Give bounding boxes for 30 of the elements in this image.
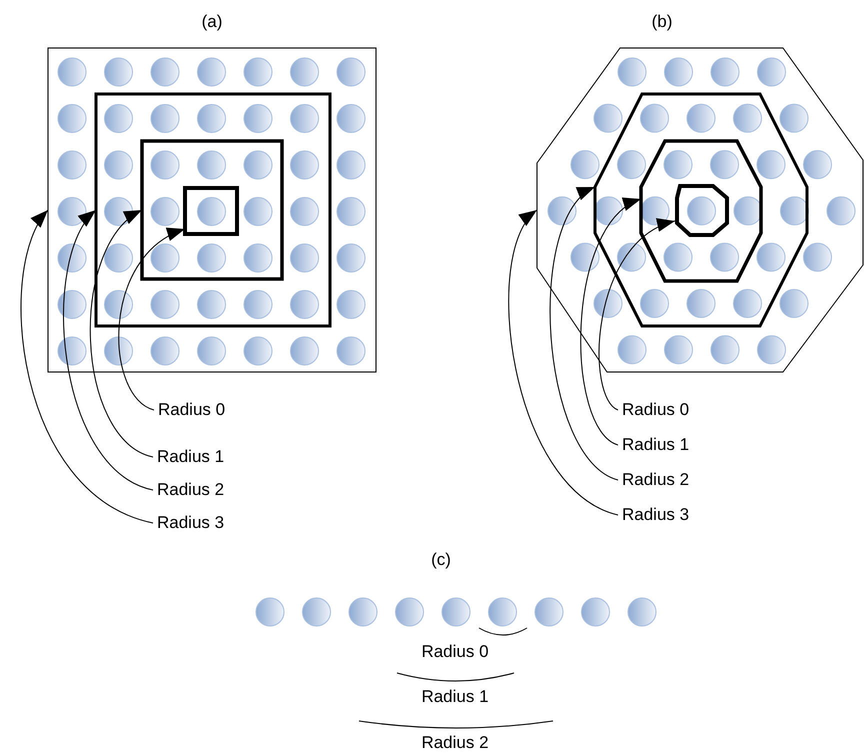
leader-arrow bbox=[598, 220, 676, 410]
radius-label: Radius 2 bbox=[421, 733, 489, 753]
leader-arrow bbox=[550, 186, 618, 480]
radius-label: Radius 1 bbox=[157, 447, 224, 467]
leader-arrow bbox=[508, 210, 618, 516]
radius-label: Radius 3 bbox=[157, 513, 224, 533]
leader-arrow bbox=[118, 228, 186, 410]
neighborhood-outline bbox=[48, 48, 376, 372]
radius-label: Radius 2 bbox=[622, 470, 690, 490]
neighborhood-outline bbox=[94, 92, 332, 328]
neighborhood-outline bbox=[140, 139, 284, 281]
leader-arrow bbox=[63, 210, 154, 490]
leader-arrow bbox=[20, 210, 154, 524]
panel-label: (a) bbox=[202, 12, 222, 32]
leader-arrow bbox=[90, 210, 154, 458]
neighborhood-outline bbox=[536, 48, 864, 372]
neighborhood-outline bbox=[594, 92, 808, 328]
panel-label: (b) bbox=[652, 12, 672, 32]
neighborhood-outline bbox=[639, 139, 763, 283]
leader-arrow bbox=[580, 198, 642, 446]
radius-label: Radius 0 bbox=[158, 400, 226, 420]
neighborhood-outline bbox=[183, 186, 239, 236]
radius-label: Radius 2 bbox=[157, 480, 224, 500]
radius-label: Radius 0 bbox=[622, 400, 690, 420]
radius-label: Radius 1 bbox=[622, 435, 690, 455]
radius-label: Radius 3 bbox=[622, 505, 690, 525]
radius-label: Radius 1 bbox=[421, 687, 489, 707]
radius-label: Radius 0 bbox=[421, 642, 489, 662]
panel-label: (c) bbox=[431, 550, 451, 570]
neighborhood-outline bbox=[675, 184, 729, 237]
